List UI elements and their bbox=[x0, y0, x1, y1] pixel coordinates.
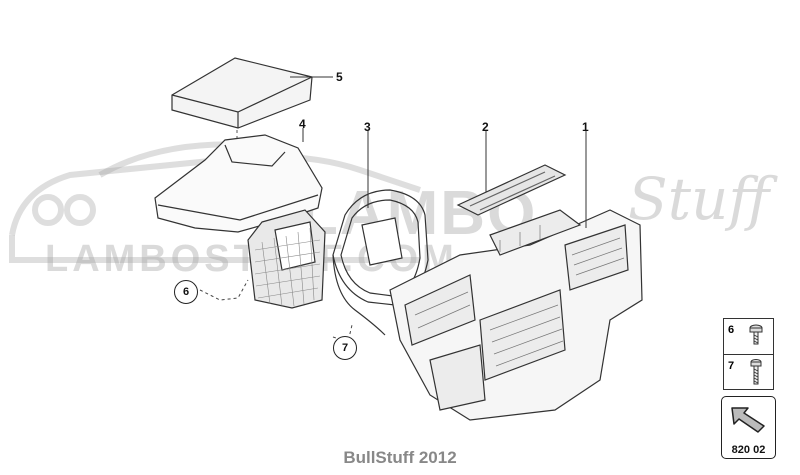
filter-housing-part bbox=[154, 134, 326, 309]
legend-item-6: 6 bbox=[724, 319, 773, 354]
callout-4: 4 bbox=[299, 117, 306, 131]
arrow-left-icon bbox=[731, 407, 765, 433]
screw-icon bbox=[750, 359, 762, 385]
hvac-unit-part bbox=[389, 209, 643, 421]
legend-item-7: 7 bbox=[724, 355, 773, 390]
legend-item-label: 6 bbox=[728, 324, 735, 336]
hvac-details bbox=[414, 225, 625, 367]
housing-mesh bbox=[254, 227, 321, 307]
cabin-filter-part bbox=[171, 57, 313, 129]
hardware-legend: 6 7 bbox=[723, 318, 774, 390]
callout-1: 1 bbox=[582, 120, 589, 134]
filter-strip-part bbox=[456, 164, 567, 216]
callout-2: 2 bbox=[482, 120, 489, 134]
gasket-part bbox=[332, 189, 429, 336]
legend-item-label: 7 bbox=[728, 360, 735, 372]
washer-icon bbox=[749, 324, 763, 345]
footer-credit: BullStuff 2012 bbox=[343, 448, 457, 467]
callout-6: 6 bbox=[174, 280, 198, 304]
callout-3: 3 bbox=[364, 120, 371, 134]
callout-5: 5 bbox=[336, 70, 343, 84]
watermark-script: Stuff bbox=[628, 165, 770, 233]
callout-7: 7 bbox=[333, 336, 357, 360]
page-reference-badge: 820 02 bbox=[721, 396, 776, 459]
page-code: 820 02 bbox=[731, 444, 766, 456]
